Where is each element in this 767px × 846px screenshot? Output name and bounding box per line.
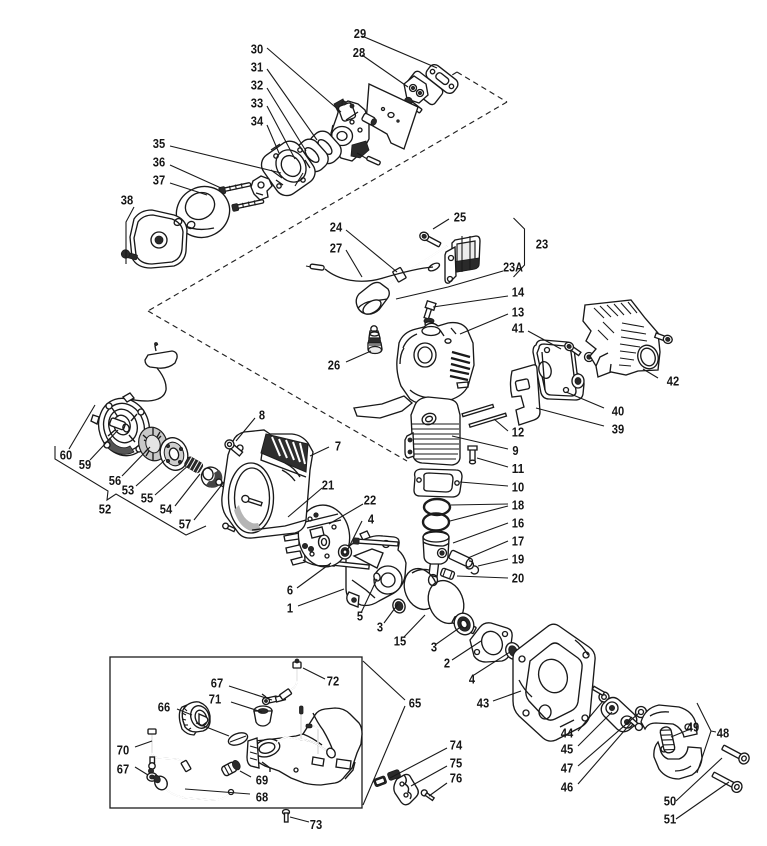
svg-text:32: 32 [251,78,263,92]
svg-text:66: 66 [158,700,170,714]
svg-text:28: 28 [353,46,365,60]
svg-text:30: 30 [251,42,263,56]
svg-text:60: 60 [60,448,72,462]
svg-text:24: 24 [330,220,342,234]
svg-text:2: 2 [444,656,450,670]
svg-text:68: 68 [256,790,268,804]
svg-text:50: 50 [664,794,676,808]
svg-text:42: 42 [667,374,679,388]
svg-text:22: 22 [364,493,376,507]
svg-text:29: 29 [354,27,366,41]
svg-text:57: 57 [179,517,191,531]
svg-text:39: 39 [612,422,624,436]
svg-text:7: 7 [335,439,341,453]
svg-text:75: 75 [450,756,462,770]
svg-text:19: 19 [512,552,524,566]
svg-text:65: 65 [409,696,421,710]
svg-text:6: 6 [287,583,293,597]
svg-text:26: 26 [328,358,340,372]
svg-text:36: 36 [153,155,165,169]
svg-text:49: 49 [687,720,699,734]
svg-text:67: 67 [211,676,223,690]
svg-text:16: 16 [512,516,524,530]
svg-text:67: 67 [117,762,129,776]
svg-text:20: 20 [512,571,524,585]
svg-text:5: 5 [357,609,363,623]
svg-text:56: 56 [109,474,121,488]
svg-text:52: 52 [99,502,111,516]
svg-text:38: 38 [121,193,133,207]
svg-text:12: 12 [512,425,524,439]
svg-text:14: 14 [512,285,524,299]
svg-text:59: 59 [79,458,91,472]
svg-text:9: 9 [512,444,518,458]
svg-text:76: 76 [450,771,462,785]
svg-text:15: 15 [394,634,406,648]
svg-text:48: 48 [717,726,729,740]
svg-text:70: 70 [117,743,129,757]
svg-text:55: 55 [141,491,153,505]
svg-text:41: 41 [512,321,524,335]
svg-text:4: 4 [469,672,475,686]
svg-text:74: 74 [450,738,462,752]
svg-text:73: 73 [310,818,322,832]
svg-text:54: 54 [160,502,172,516]
svg-text:72: 72 [327,674,339,688]
svg-text:46: 46 [561,780,573,794]
svg-text:17: 17 [512,534,524,548]
svg-text:33: 33 [251,96,263,110]
svg-text:31: 31 [251,60,263,74]
svg-text:45: 45 [561,742,573,756]
svg-text:71: 71 [209,692,221,706]
svg-text:11: 11 [512,462,524,476]
svg-text:8: 8 [259,408,265,422]
svg-text:1: 1 [287,601,293,615]
svg-text:27: 27 [330,241,342,255]
svg-text:43: 43 [477,696,489,710]
svg-text:53: 53 [122,483,134,497]
svg-text:23A: 23A [503,260,523,274]
svg-text:13: 13 [512,305,524,319]
svg-text:21: 21 [322,478,334,492]
svg-text:18: 18 [512,498,524,512]
svg-text:69: 69 [256,773,268,787]
svg-text:37: 37 [153,173,165,187]
svg-text:35: 35 [153,137,165,151]
svg-text:34: 34 [251,114,263,128]
svg-text:10: 10 [512,480,524,494]
svg-text:51: 51 [664,812,676,826]
svg-text:25: 25 [454,210,466,224]
svg-text:4: 4 [368,512,374,526]
svg-text:3: 3 [431,640,437,654]
svg-text:44: 44 [561,726,573,740]
svg-text:47: 47 [561,761,573,775]
svg-text:40: 40 [612,404,624,418]
svg-text:23: 23 [536,237,548,251]
svg-text:3: 3 [377,620,383,634]
